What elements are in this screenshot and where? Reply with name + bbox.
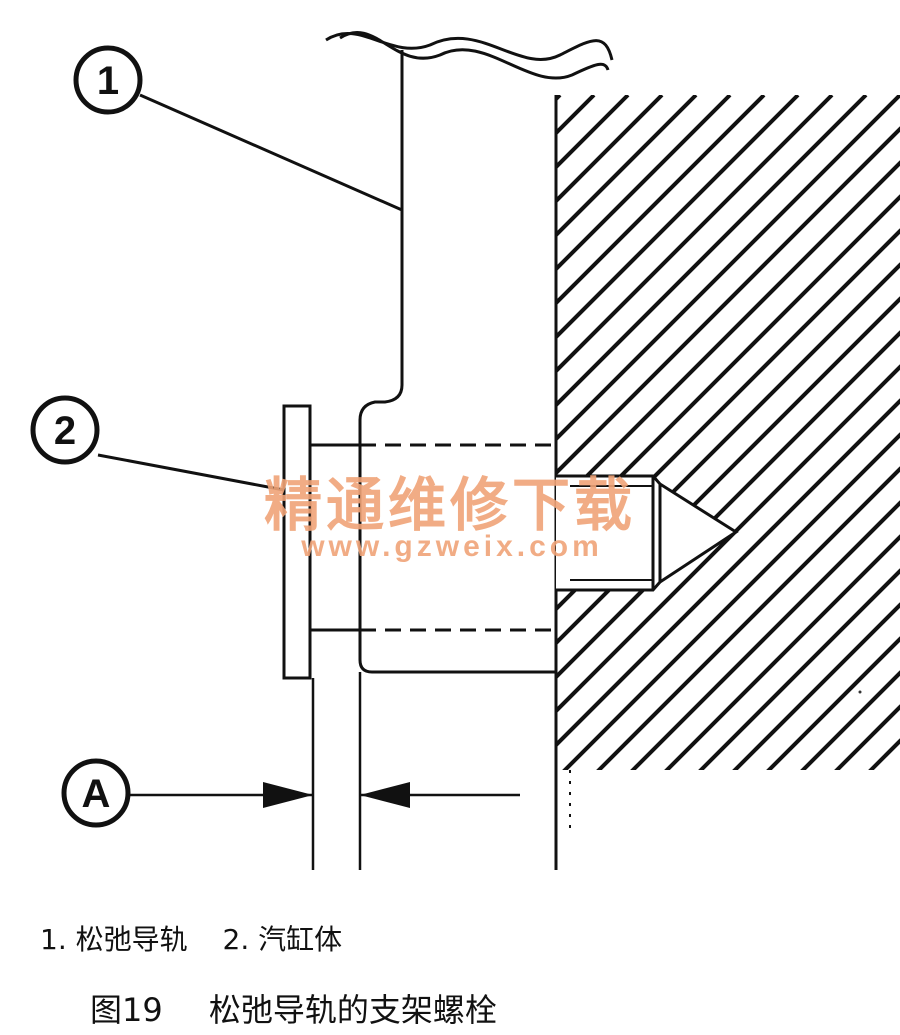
hatch-line — [742, 95, 900, 770]
hatch-line — [556, 95, 868, 770]
hatch-line — [556, 95, 900, 770]
bolt-head — [282, 404, 312, 680]
leader-line-2 — [97, 453, 285, 492]
cylinder-block-hatching — [556, 95, 900, 770]
parts-legend: 1. 松弛导轨 2. 汽缸体 — [40, 918, 368, 958]
legend-item-2: 2. 汽缸体 — [222, 923, 343, 956]
hatch-line — [640, 95, 900, 770]
hatch-line — [556, 95, 900, 770]
hatch-line — [606, 95, 900, 770]
technical-diagram: 1 2 A 精通维修下载 www.gzweix.com — [30, 31, 900, 870]
figure-caption: 图19 松弛导轨的支架螺栓 — [90, 985, 533, 1031]
callout-a: A — [61, 758, 131, 828]
callout-2: 2 — [30, 395, 100, 465]
hatch-line — [556, 95, 800, 770]
slack-guide-outline — [358, 50, 556, 674]
hatch-line — [556, 95, 900, 770]
watermark-chinese: 精通维修下载 — [264, 471, 636, 539]
dimension-arrow-right — [263, 782, 313, 808]
figure-title: 松弛导轨的支架螺栓 — [208, 991, 497, 1029]
watermark-url: www.gzweix.com — [300, 530, 603, 563]
callout-2-label: 2 — [54, 409, 76, 453]
hatch-line — [556, 95, 698, 770]
hatch-line — [556, 95, 900, 770]
hatch-line — [556, 95, 900, 770]
slack-guide-break-line — [325, 32, 614, 61]
callout-a-label: A — [82, 772, 111, 816]
hatch-line — [674, 95, 900, 770]
hatch-line — [556, 95, 900, 770]
hatch-line — [572, 95, 900, 770]
legend-item-1: 1. 松弛导轨 — [40, 923, 188, 956]
leader-line-1 — [139, 93, 403, 212]
figure-number: 图19 — [90, 991, 163, 1029]
hatch-line — [556, 95, 732, 770]
hatch-line — [556, 95, 834, 770]
callout-1: 1 — [73, 45, 143, 115]
hatch-line — [556, 95, 766, 770]
dimension-arrow-left — [360, 782, 410, 808]
hatch-line — [556, 95, 900, 770]
hatch-line — [776, 95, 900, 770]
callout-1-label: 1 — [97, 59, 119, 103]
hatch-line — [556, 95, 900, 770]
hatch-line — [556, 95, 900, 770]
hatch-line — [556, 95, 900, 770]
hatch-line — [708, 95, 900, 770]
hatch-line — [556, 95, 900, 770]
